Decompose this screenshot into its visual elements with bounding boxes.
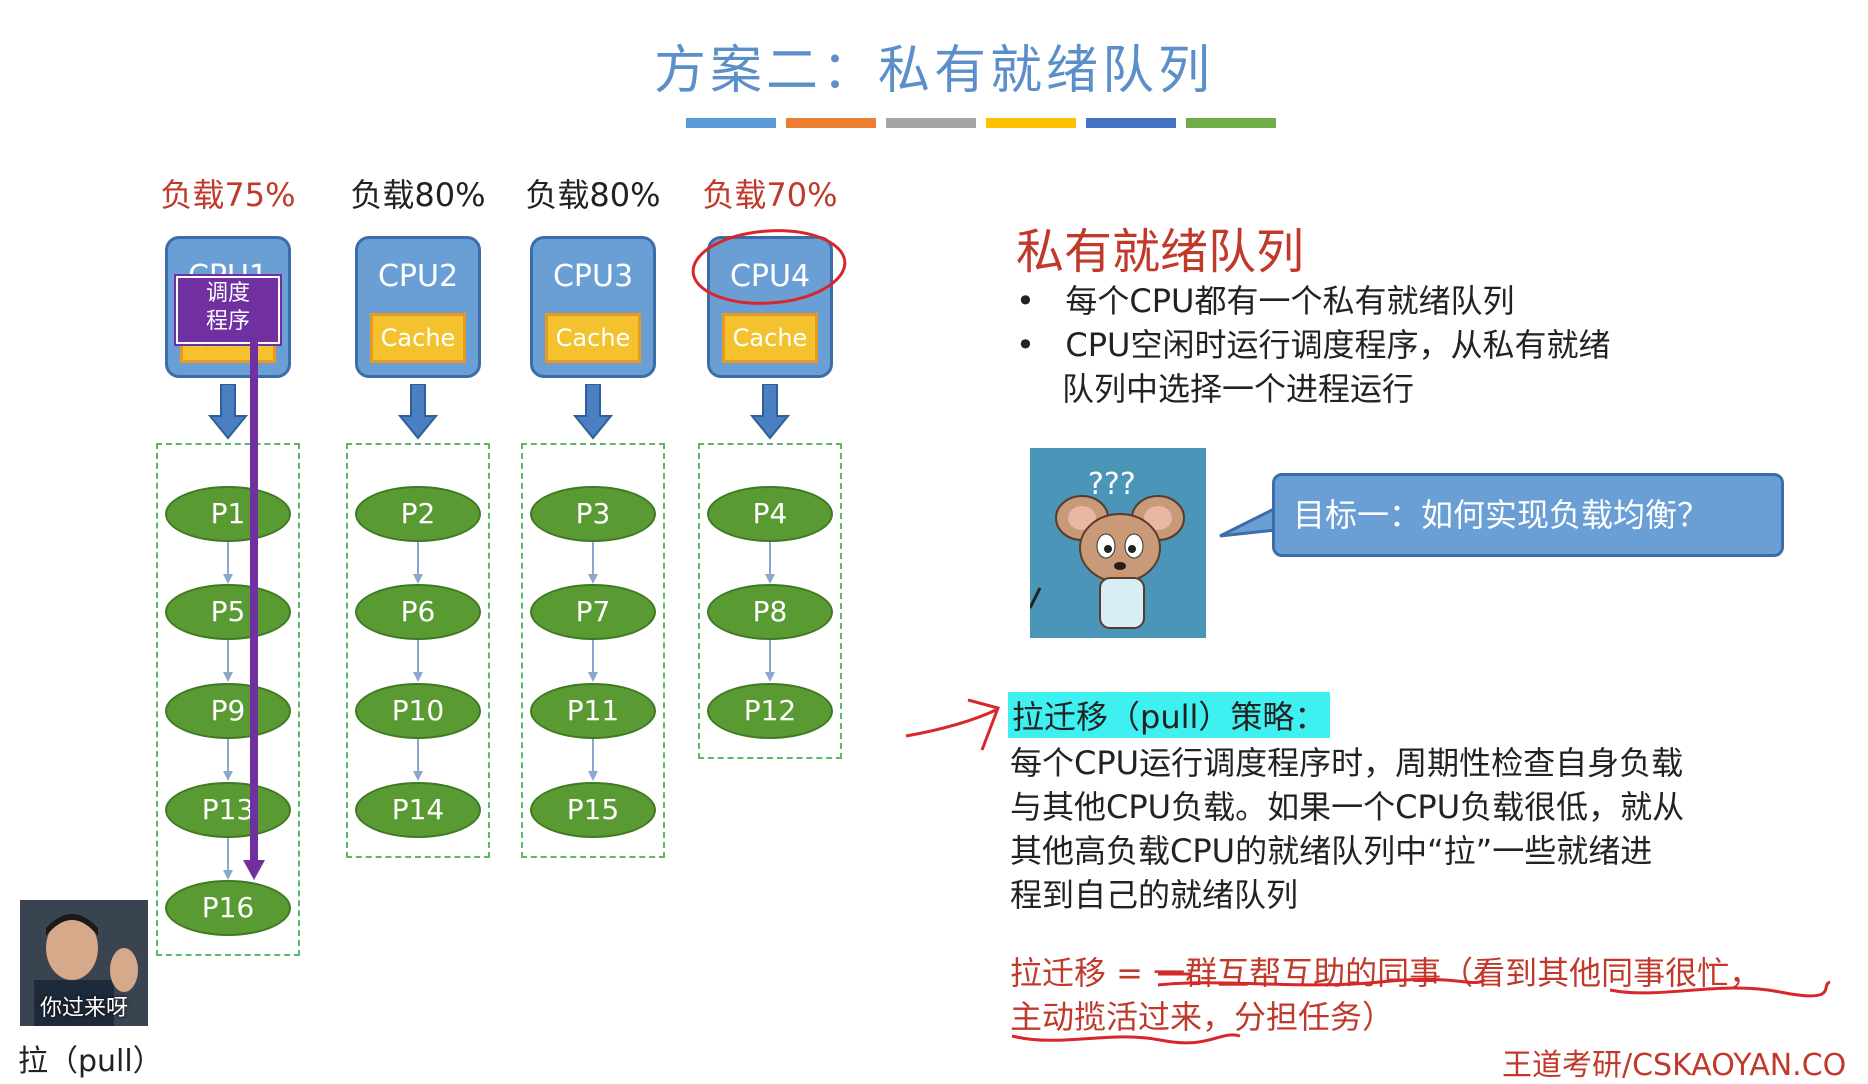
process-node: P5 bbox=[165, 584, 291, 640]
annotation-underline bbox=[1157, 977, 1486, 987]
title-bar-segment bbox=[686, 118, 776, 128]
annotation-underline bbox=[1011, 1033, 1241, 1045]
annotation-arrow bbox=[905, 708, 997, 738]
pull-strategy-line: 程到自己的就绪队列 bbox=[1010, 876, 1299, 914]
confused-mouse-icon: ??? bbox=[1030, 448, 1206, 638]
ready-queue bbox=[346, 443, 490, 858]
cpu-load-label: 负载75% bbox=[160, 176, 296, 214]
process-node: P3 bbox=[530, 486, 656, 542]
annotation-circle bbox=[691, 229, 847, 305]
queue-link-arrow bbox=[223, 739, 233, 781]
queue-link-arrow bbox=[765, 640, 775, 682]
cpu-name: CPU4 bbox=[729, 259, 811, 294]
queue-link-arrow bbox=[223, 838, 233, 880]
analogy-line: 主动揽活过来，分担任务） bbox=[1010, 998, 1395, 1036]
process-node: P2 bbox=[355, 486, 481, 542]
bullet-item: • 每个CPU都有一个私有就绪队列 bbox=[1016, 282, 1515, 320]
queue-link-arrow bbox=[588, 640, 598, 682]
bullet-text: 队列中选择一个进程运行 bbox=[1062, 370, 1415, 408]
down-arrow-icon bbox=[208, 384, 248, 440]
pull-strategy-line: 与其他CPU负载。如果一个CPU负载很低，就从 bbox=[1010, 788, 1685, 826]
process-node: P16 bbox=[165, 880, 291, 936]
process-node: P1 bbox=[165, 486, 291, 542]
process-node: P13 bbox=[165, 782, 291, 838]
meme-image: ??? bbox=[1030, 448, 1206, 638]
svg-text:???: ??? bbox=[1088, 467, 1136, 502]
avatar-image: 你过来呀 bbox=[20, 900, 148, 1026]
section-heading: 私有就绪队列 bbox=[1016, 224, 1305, 280]
cache-box: Cache bbox=[722, 313, 818, 363]
down-arrow-icon bbox=[750, 384, 790, 440]
bullet-item: • CPU空闲时运行调度程序，从私有就绪 bbox=[1016, 326, 1611, 364]
speech-bubble: 目标一：如何实现负载均衡？ bbox=[1272, 473, 1784, 557]
bullet-text: CPU空闲时运行调度程序，从私有就绪 bbox=[1065, 326, 1611, 364]
title-bar-segment bbox=[1086, 118, 1176, 128]
ready-queue bbox=[698, 443, 842, 759]
down-arrow-icon bbox=[573, 384, 613, 440]
cpu-load-label: 负载70% bbox=[702, 176, 838, 214]
annotation-underline bbox=[1609, 980, 1831, 998]
pull-strategy-line: 其他高负载CPU的就绪队列中“拉”一些就绪进 bbox=[1010, 832, 1653, 870]
process-node: P11 bbox=[530, 683, 656, 739]
scheduler-tag-line: 程序 bbox=[205, 309, 250, 334]
cpu-name: CPU2 bbox=[377, 259, 459, 294]
corner-caption: 拉（pull） bbox=[18, 1044, 163, 1079]
cpu-name: CPU3 bbox=[552, 259, 634, 294]
process-node: P10 bbox=[355, 683, 481, 739]
queue-link-arrow bbox=[588, 739, 598, 781]
process-node: P14 bbox=[355, 782, 481, 838]
process-node: P9 bbox=[165, 683, 291, 739]
queue-link-arrow bbox=[413, 542, 423, 584]
process-node: P6 bbox=[355, 584, 481, 640]
process-node: P7 bbox=[530, 584, 656, 640]
queue-link-arrow bbox=[223, 640, 233, 682]
queue-link-arrow bbox=[223, 542, 233, 584]
cache-box: Cache bbox=[545, 313, 641, 363]
analogy-line: 拉迁移 = 一群互帮互助的同事（看到其他同事很忙， bbox=[1010, 954, 1762, 992]
title-bar-segment bbox=[886, 118, 976, 128]
ready-queue bbox=[156, 443, 300, 956]
pull-strategy-title: 拉迁移（pull）策略： bbox=[1008, 692, 1331, 738]
queue-link-arrow bbox=[413, 739, 423, 781]
scheduler-tag: 调度 程序 bbox=[176, 276, 280, 344]
queue-link-arrow bbox=[588, 542, 598, 584]
person-gesture-icon bbox=[20, 900, 148, 1026]
title-bar-segment bbox=[1186, 118, 1276, 128]
queue-link-arrow bbox=[413, 640, 423, 682]
title-bar-segment bbox=[986, 118, 1076, 128]
process-node: P12 bbox=[707, 683, 833, 739]
avatar-caption-text: 你过来呀 bbox=[39, 996, 128, 1021]
title-bar-segment bbox=[786, 118, 876, 128]
queue-link-arrow bbox=[765, 542, 775, 584]
bullet-text: 每个CPU都有一个私有就绪队列 bbox=[1065, 282, 1515, 320]
process-node: P8 bbox=[707, 584, 833, 640]
cpu-load-label: 负载80% bbox=[525, 176, 661, 214]
cache-box: Cache bbox=[370, 313, 466, 363]
down-arrow-icon bbox=[398, 384, 438, 440]
scheduler-tag-line: 调度 bbox=[205, 281, 250, 306]
process-node: P4 bbox=[707, 486, 833, 542]
cpu-load-label: 负载80% bbox=[350, 176, 486, 214]
brand-watermark: 王道考研/CSKAOYAN.CO bbox=[1502, 1048, 1847, 1083]
pull-strategy-line: 每个CPU运行调度程序时，周期性检查自身负载 bbox=[1010, 744, 1684, 782]
process-node: P15 bbox=[530, 782, 656, 838]
ready-queue bbox=[521, 443, 665, 858]
slide-title: 方案二：私有就绪队列 bbox=[653, 41, 1214, 101]
